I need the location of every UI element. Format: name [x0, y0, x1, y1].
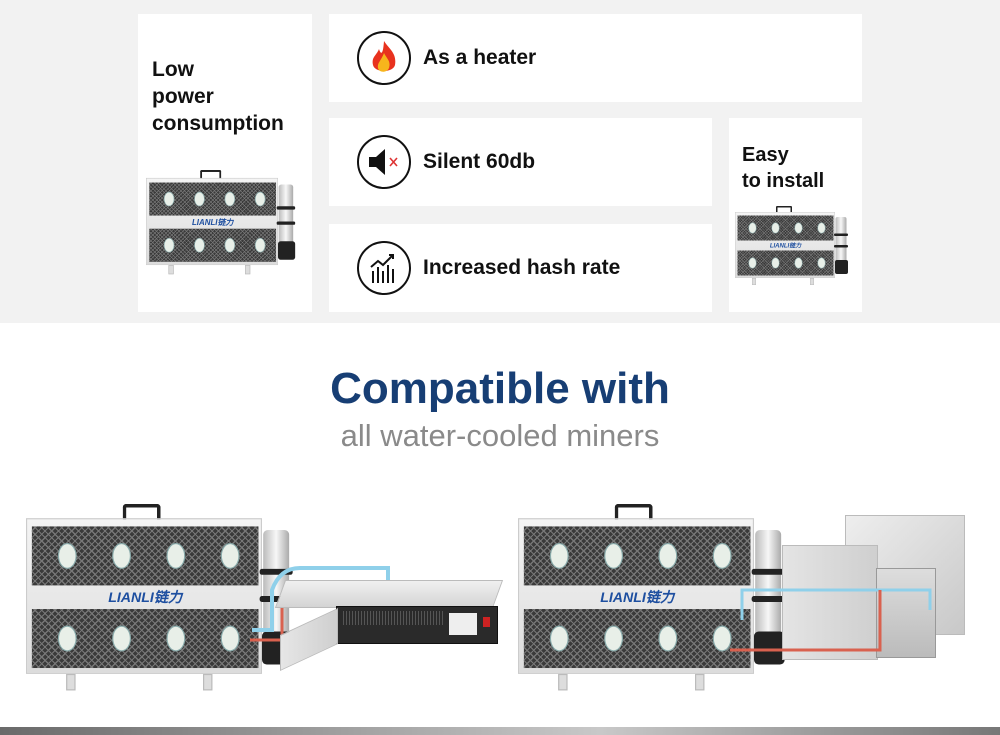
pump	[754, 631, 785, 665]
silent-feature-card: Silent 60db	[329, 118, 712, 206]
brand-logo: LIANLI链力	[191, 217, 234, 227]
fan-grille	[737, 250, 834, 276]
rack-server-miner	[274, 580, 504, 672]
heater-product-image: LIANLI链力	[26, 504, 309, 693]
cooling-pipes	[730, 588, 932, 652]
line: power	[152, 85, 214, 108]
line: consumption	[152, 112, 284, 135]
pump	[835, 260, 848, 274]
fan-grille	[31, 609, 259, 669]
speaker-mute-icon	[357, 135, 411, 189]
low-power-text: Low power consumption	[152, 56, 284, 137]
water-tank	[278, 184, 294, 251]
heater-label: As a heater	[423, 46, 537, 69]
low-power-card: Low power consumption LIANLI链力	[138, 14, 312, 312]
fan-grille	[523, 609, 751, 669]
bottom-bar	[0, 727, 1000, 735]
headline: Compatible with	[330, 364, 670, 413]
miner-water-ports	[876, 568, 936, 658]
growth-chart-icon	[357, 241, 411, 295]
heater-product-image: LIANLI链力	[146, 170, 304, 276]
fan-grille	[523, 526, 751, 586]
fan-grille	[737, 215, 834, 241]
handle	[122, 504, 161, 521]
heater-product-image: LIANLI链力	[735, 206, 855, 286]
miner-unit-front	[782, 545, 878, 660]
fire-icon	[357, 31, 411, 85]
subheadline: all water-cooled miners	[340, 418, 660, 453]
line: Easy	[742, 144, 789, 166]
handle	[776, 206, 792, 213]
hashrate-label: Increased hash rate	[423, 256, 621, 279]
line: Low	[152, 58, 194, 81]
heater-body: LIANLI链力	[518, 518, 754, 674]
brand-logo: LIANLI链力	[600, 588, 675, 606]
fan-grille	[149, 228, 277, 262]
fan-grille	[31, 526, 259, 586]
line: to install	[742, 170, 825, 192]
heater-body: LIANLI链力	[735, 212, 835, 278]
heater-body: LIANLI链力	[146, 177, 278, 266]
pump	[278, 241, 296, 260]
handle	[614, 504, 653, 521]
water-tank	[835, 217, 847, 267]
heater-feature-card: As a heater	[329, 14, 862, 102]
easy-install-card: Easy to install LIANLI链力	[729, 118, 862, 312]
easy-install-text: Easy to install	[742, 142, 824, 194]
server-front-panel	[336, 606, 498, 644]
handle	[200, 170, 222, 180]
brand-logo: LIANLI链力	[108, 588, 183, 606]
silent-label: Silent 60db	[423, 150, 536, 173]
heater-product-image: LIANLI链力	[518, 504, 801, 693]
heater-body: LIANLI链力	[26, 518, 262, 674]
fan-grille	[149, 182, 277, 216]
brand-logo: LIANLI链力	[769, 242, 802, 249]
hashrate-feature-card: Increased hash rate	[329, 224, 712, 312]
